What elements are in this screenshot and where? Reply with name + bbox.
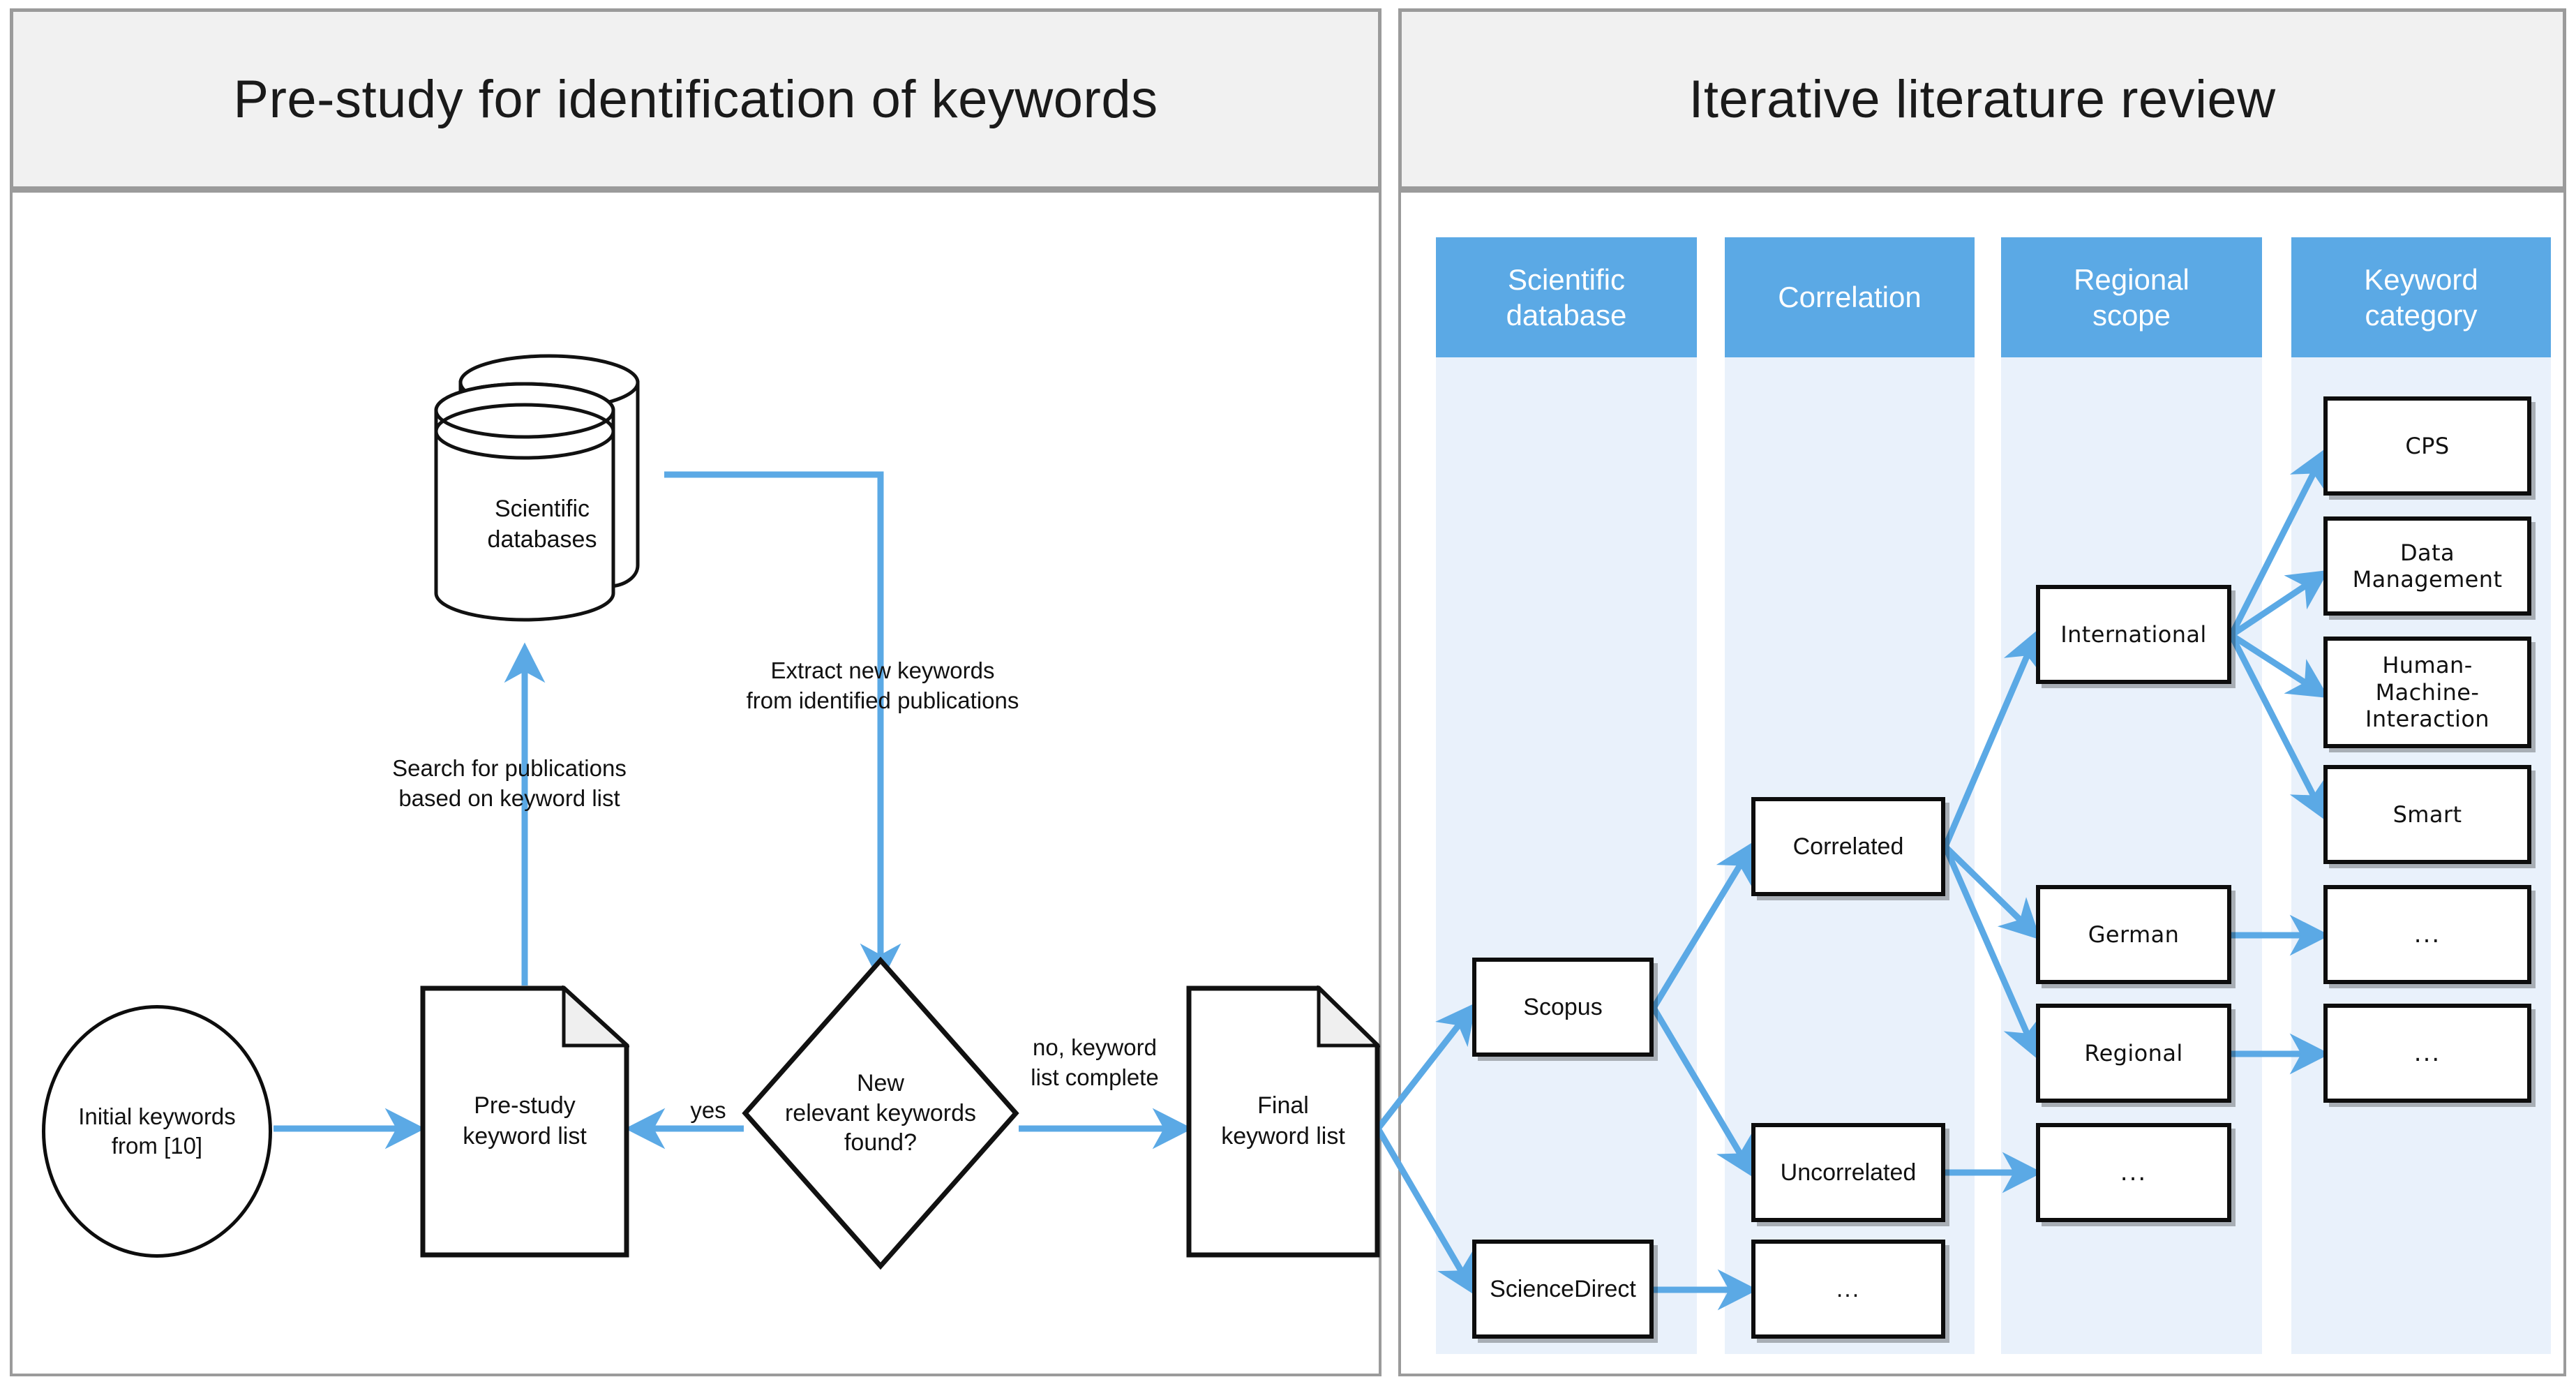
band-header-label: Regional scope bbox=[2074, 262, 2189, 332]
node-label: Smart bbox=[2392, 801, 2462, 828]
node-final-keyword-list[interactable]: Final keyword list bbox=[1186, 984, 1382, 1258]
node-german[interactable]: German bbox=[2036, 885, 2231, 984]
node-scopus[interactable]: Scopus bbox=[1472, 958, 1654, 1057]
node-correlation-dots[interactable]: ... bbox=[1751, 1240, 1945, 1339]
scientific-databases-label: Scientific databases bbox=[487, 496, 597, 553]
band-header-scientific-database: Scientific database bbox=[1436, 237, 1697, 357]
edge-label-search: Search for publications based on keyword… bbox=[392, 755, 627, 811]
node-uncorrelated[interactable]: Uncorrelated bbox=[1751, 1123, 1945, 1222]
node-cps[interactable]: CPS bbox=[2323, 396, 2531, 496]
node-label: ... bbox=[2120, 1158, 2148, 1187]
node-label: Human- Machine- Interaction bbox=[2365, 652, 2489, 733]
diamond-icon bbox=[742, 956, 1019, 1270]
band-header-label: Keyword category bbox=[2364, 262, 2478, 332]
node-label: Final keyword list bbox=[1221, 1092, 1345, 1150]
node-label: Scopus bbox=[1523, 993, 1603, 1020]
edge-label-yes: yes bbox=[690, 1097, 726, 1123]
node-label: Pre-study keyword list bbox=[463, 1092, 587, 1150]
node-label: International bbox=[2060, 620, 2207, 648]
node-label: CPS bbox=[2405, 432, 2450, 459]
panel-title-prestudy: Pre-study for identification of keywords bbox=[233, 69, 1158, 129]
node-regional[interactable]: Regional bbox=[2036, 1004, 2231, 1103]
edge-label-no: no, keyword list complete bbox=[1031, 1034, 1159, 1090]
node-correlated[interactable]: Correlated bbox=[1751, 797, 1945, 896]
document-icon bbox=[1186, 984, 1382, 1258]
node-initial-keywords[interactable]: Initial keywords from [10] bbox=[42, 1005, 272, 1258]
node-sciencedirect[interactable]: ScienceDirect bbox=[1472, 1240, 1654, 1339]
node-label: Correlated bbox=[1792, 833, 1904, 860]
node-label: ScienceDirect bbox=[1490, 1275, 1636, 1302]
scientific-databases-cylinder: Scientific databases bbox=[413, 342, 671, 635]
node-label: Uncorrelated bbox=[1780, 1159, 1917, 1186]
node-label: Regional bbox=[2084, 1039, 2183, 1066]
node-label: ... bbox=[2413, 920, 2441, 949]
node-label: Initial keywords from [10] bbox=[78, 1103, 236, 1159]
band-header-regional-scope: Regional scope bbox=[2001, 237, 2262, 357]
node-label: German bbox=[2088, 921, 2180, 948]
band-header-label: Scientific database bbox=[1506, 262, 1627, 332]
node-keyword-dots-1[interactable]: ... bbox=[2323, 885, 2531, 984]
cylinder-icon bbox=[434, 354, 640, 622]
node-regional-dots[interactable]: ... bbox=[2036, 1123, 2231, 1222]
node-label: Data Management bbox=[2352, 539, 2503, 593]
node-smart[interactable]: Smart bbox=[2323, 765, 2531, 864]
band-scientific-database bbox=[1436, 237, 1697, 1354]
edge-label-extract: Extract new keywords from identified pub… bbox=[746, 657, 1019, 713]
panel-title-review: Iterative literature review bbox=[1688, 69, 2276, 129]
node-international[interactable]: International bbox=[2036, 585, 2231, 684]
node-keyword-dots-2[interactable]: ... bbox=[2323, 1004, 2531, 1103]
document-icon bbox=[420, 984, 631, 1258]
node-label: ... bbox=[2413, 1039, 2441, 1067]
node-human-machine-interaction[interactable]: Human- Machine- Interaction bbox=[2323, 637, 2531, 748]
node-label: New relevant keywords found? bbox=[784, 1069, 976, 1156]
band-header-keyword-category: Keyword category bbox=[2291, 237, 2551, 357]
node-label: ... bbox=[1836, 1275, 1861, 1302]
node-decision-new-keywords[interactable]: New relevant keywords found? bbox=[741, 956, 1020, 1270]
panel-header-review: Iterative literature review bbox=[1398, 8, 2566, 190]
panel-header-prestudy: Pre-study for identification of keywords bbox=[10, 8, 1381, 190]
band-header-label: Correlation bbox=[1778, 281, 1922, 314]
node-data-management[interactable]: Data Management bbox=[2323, 516, 2531, 616]
band-header-correlation: Correlation bbox=[1725, 237, 1975, 357]
node-prestudy-keyword-list[interactable]: Pre-study keyword list bbox=[420, 984, 631, 1258]
